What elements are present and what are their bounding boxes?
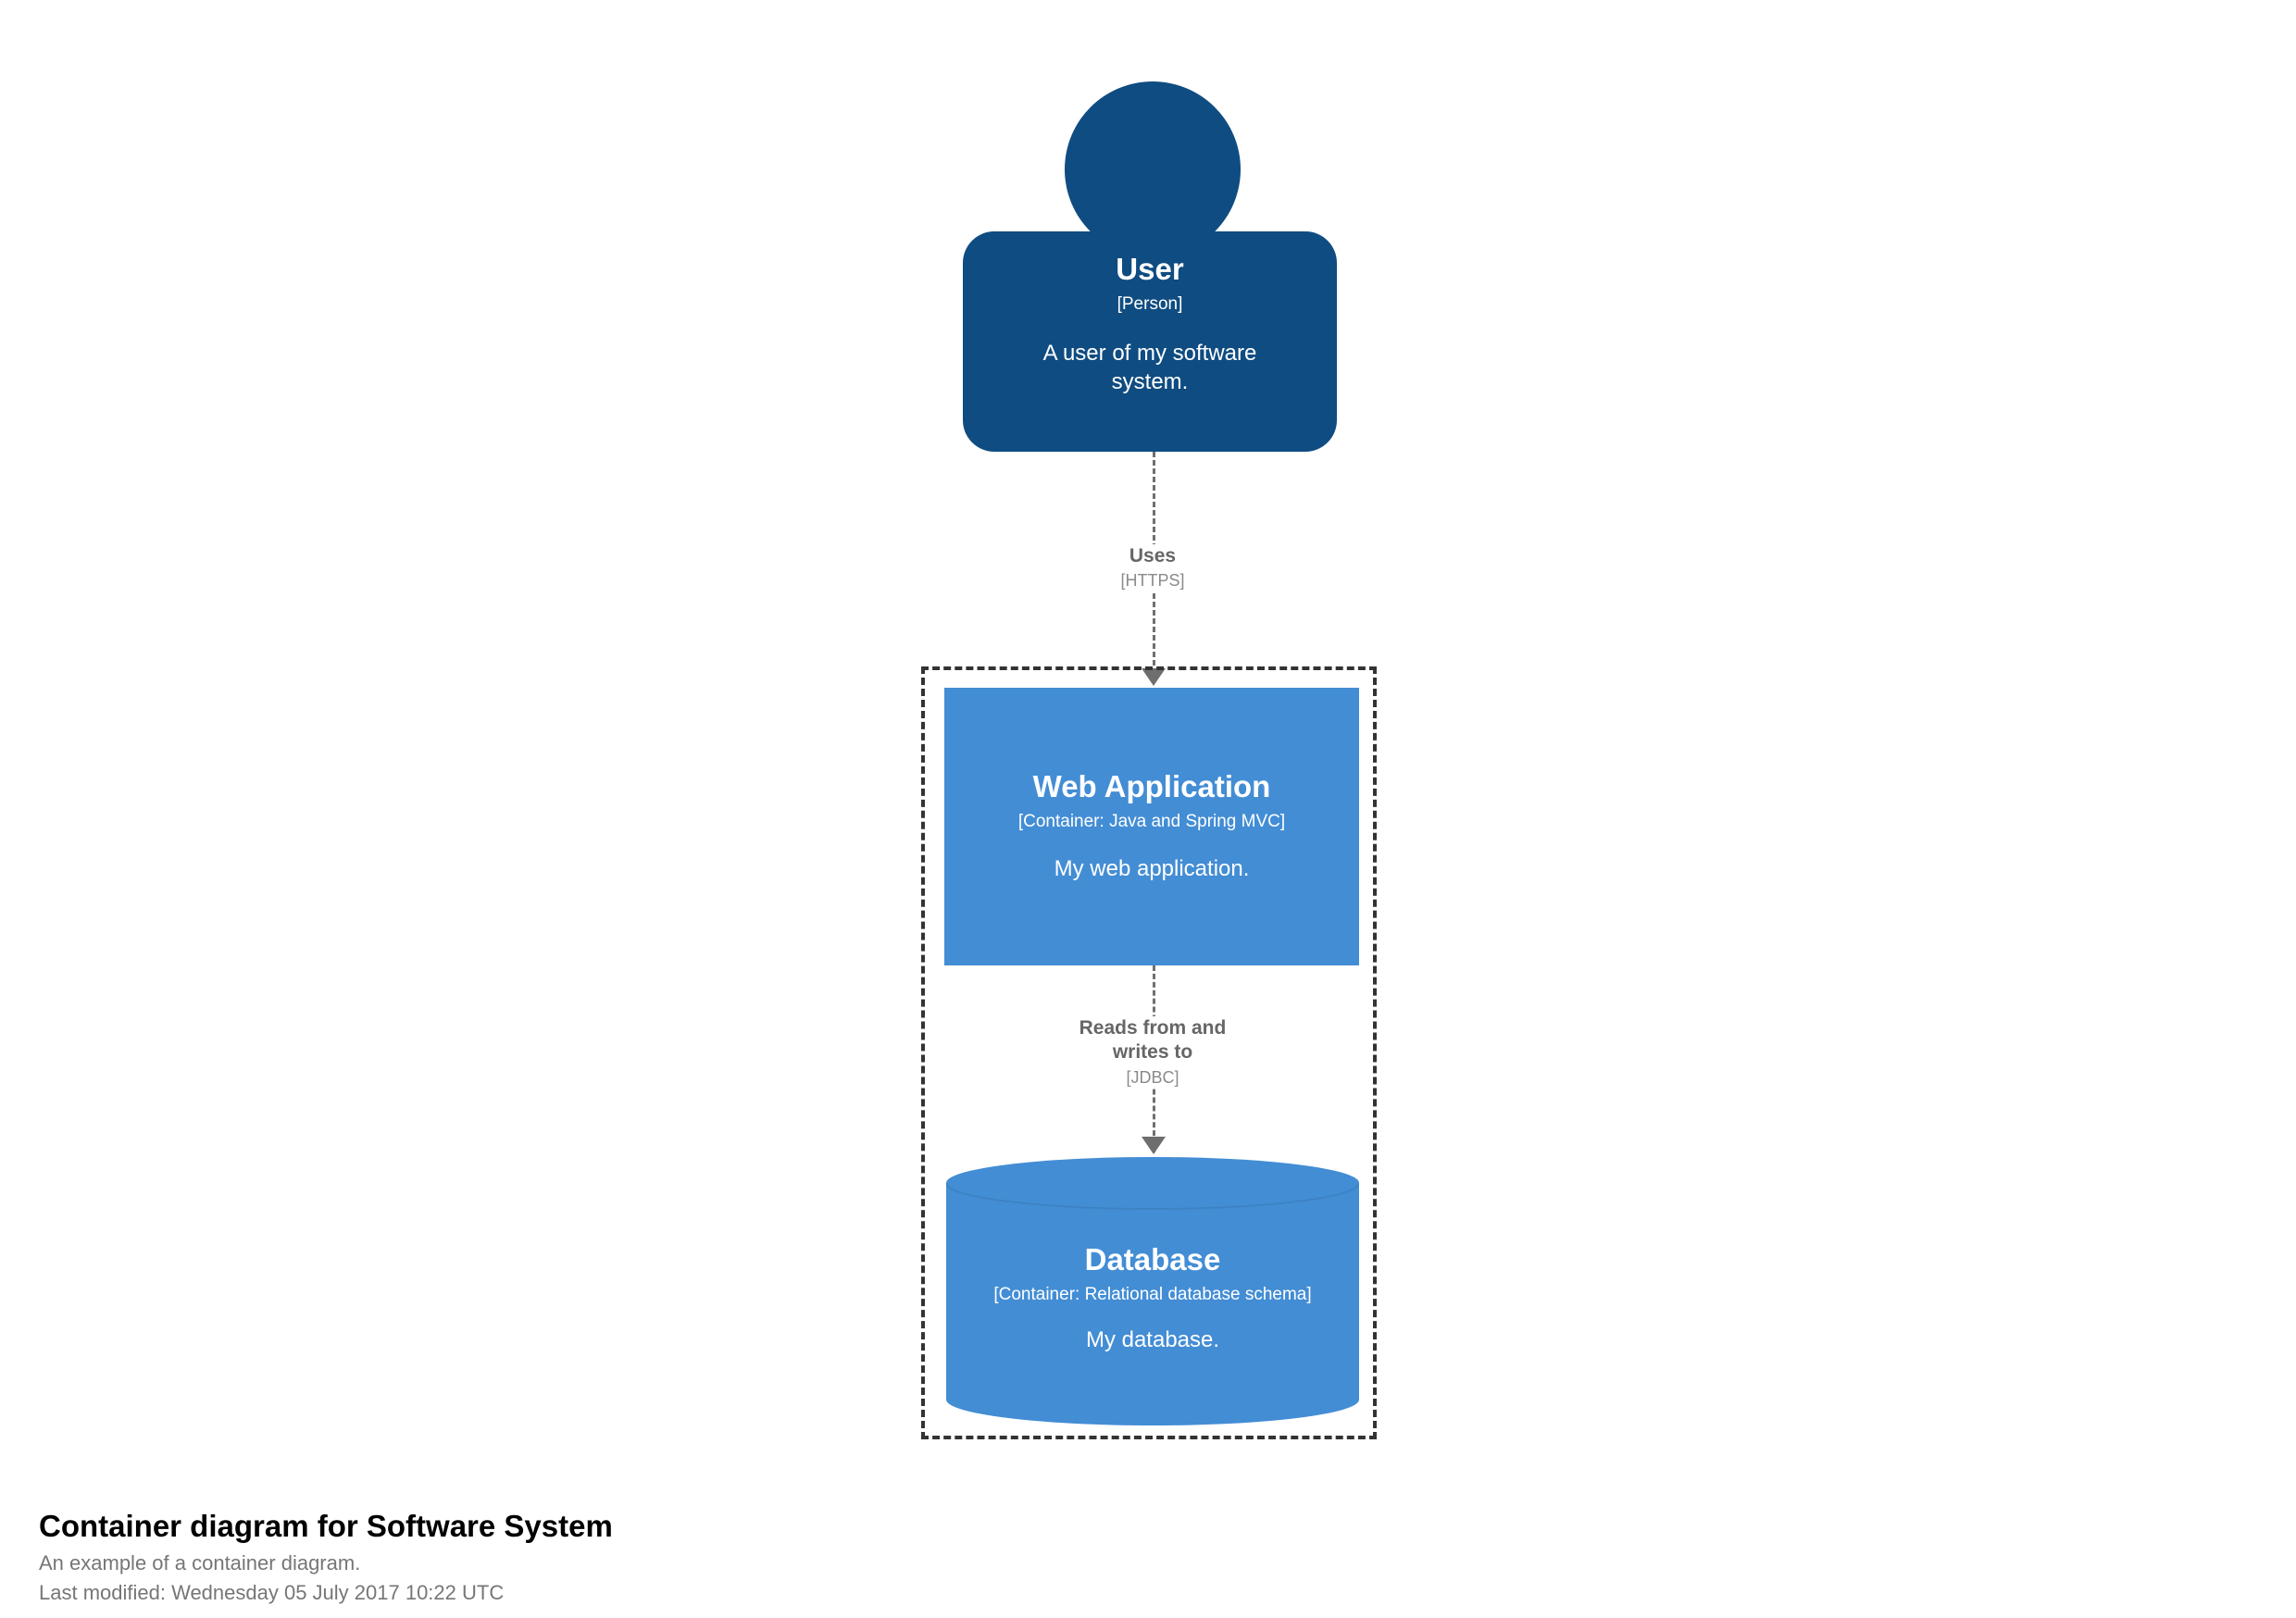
web-application-name: Web Application	[1032, 769, 1271, 803]
software-system-boundary	[921, 666, 1377, 1439]
web-application-description: My web application.	[1054, 855, 1250, 881]
relationship-arrowhead-webapp-database	[1142, 1137, 1166, 1154]
database-technology: [Container: Relational database schema]	[993, 1284, 1312, 1304]
element-user[interactable]: User [Person] A user of my software syst…	[963, 81, 1337, 452]
relationship-description: Uses	[1129, 545, 1177, 566]
web-application-technology: [Container: Java and Spring MVC]	[1017, 811, 1286, 831]
relationship-arrowhead-user-webapp	[1142, 668, 1166, 686]
database-name: Database	[1084, 1242, 1221, 1276]
diagram-last-modified: Last modified: Wednesday 05 July 2017 10…	[39, 1580, 505, 1604]
diagram-title: Container diagram for Software System	[39, 1509, 613, 1543]
database-text-block: Database [Container: Relational database…	[946, 1157, 1359, 1425]
cylinder-shape-icon	[946, 1157, 1359, 1425]
relationship-technology: [HTTPS]	[1120, 571, 1185, 591]
user-type: [Person]	[1117, 293, 1183, 314]
diagram-caption: Container diagram for Software System An…	[39, 1507, 1335, 1607]
element-database[interactable]: Database [Container: Relational database…	[946, 1157, 1359, 1425]
element-web-application[interactable]: Web Application [Container: Java and Spr…	[944, 688, 1359, 965]
person-head-icon	[1065, 81, 1241, 257]
user-name: User	[1116, 252, 1184, 286]
relationship-technology: [JDBC]	[1126, 1067, 1179, 1087]
person-body: User [Person] A user of my software syst…	[963, 231, 1337, 452]
user-description: A user of my software system.	[1042, 340, 1257, 395]
relationship-description-line2: writes to	[1112, 1041, 1193, 1064]
relationship-label-webapp-database: Reads from and writes to [JDBC]	[1023, 1016, 1282, 1088]
relationship-label-user-webapp: Uses [HTTPS]	[1023, 544, 1282, 591]
relationship-description-line1: Reads from and	[1079, 1017, 1227, 1039]
database-description: My database.	[1085, 1326, 1220, 1352]
diagram-subtitle: An example of a container diagram.	[39, 1551, 361, 1575]
